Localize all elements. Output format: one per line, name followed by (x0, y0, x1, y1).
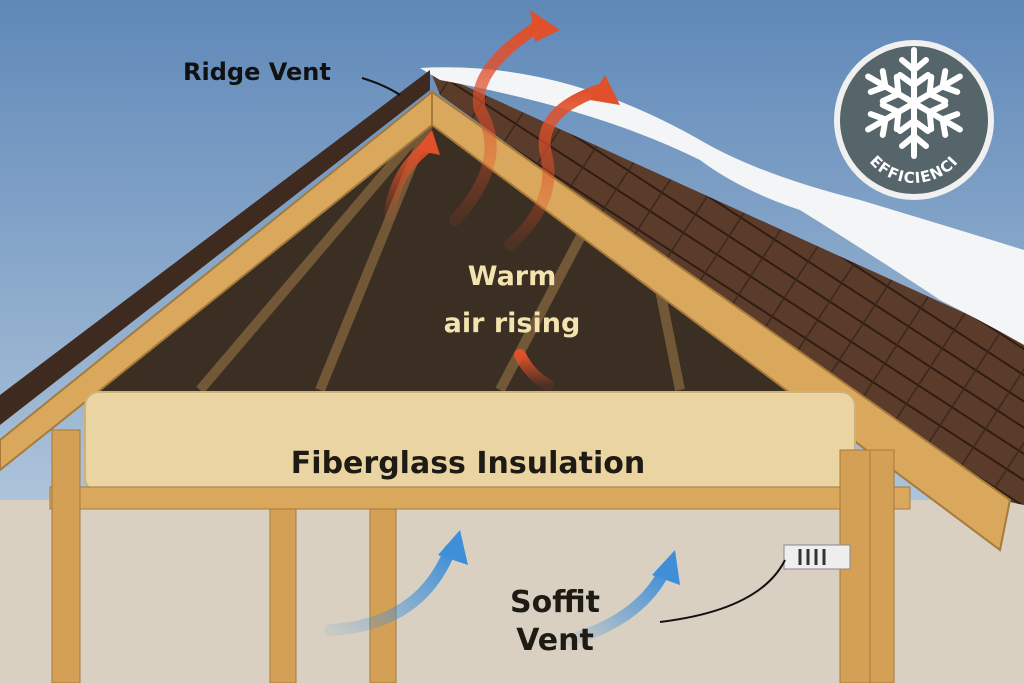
ceiling-joist (49, 486, 911, 510)
soffit-vent-slats (798, 549, 826, 565)
warm-air-label-line1: Warm (468, 261, 557, 292)
cool-air-arrows (324, 544, 671, 646)
arrow-head-icon (530, 10, 560, 42)
arrow-head-icon (590, 75, 620, 105)
roof-shingles-right (430, 70, 1024, 505)
right-rafter (431, 90, 1012, 552)
roof-shingles-left (0, 70, 430, 425)
snowflake-icon (861, 47, 967, 156)
arrow-head-icon (415, 130, 440, 155)
insulation-label: Fiberglass Insulation (291, 446, 645, 481)
warm-air-label-line2: air rising (444, 308, 581, 339)
soffit-vent-label-line1: Soffit (510, 585, 600, 620)
soffit-vent-label-line2: Vent (516, 623, 594, 658)
warm-air-arrows (384, 19, 606, 391)
efficiency-badge: EFFICIENCI (834, 40, 994, 200)
arrow-head-icon (652, 550, 680, 585)
arrow-head-icon (438, 530, 468, 565)
ridge-vent-label: Ridge Vent (183, 58, 331, 86)
soffit-leader-line (659, 559, 786, 623)
ridge-leader-line (361, 77, 401, 96)
wall-studs (51, 429, 895, 683)
